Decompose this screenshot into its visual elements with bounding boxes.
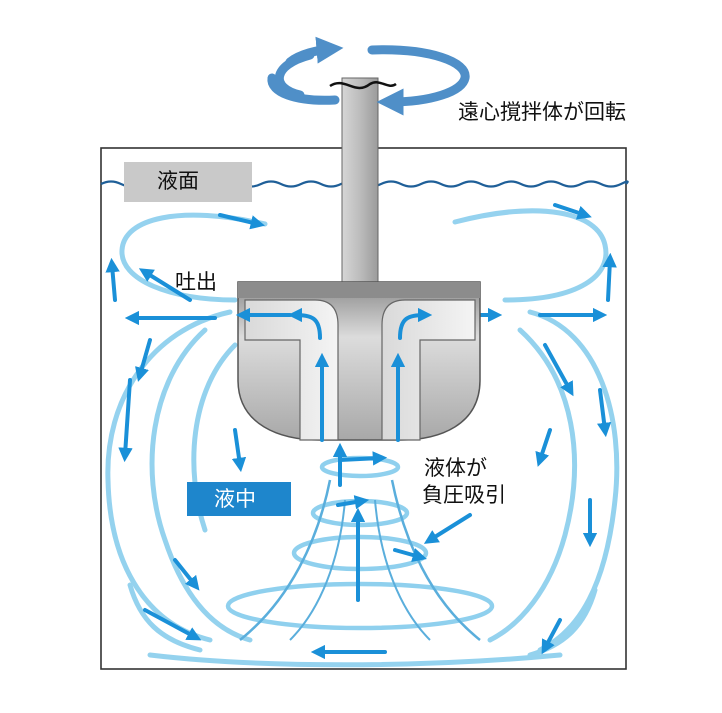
flow-bottom-right-curl [527,587,598,658]
arrow-negative-pressure [423,513,472,544]
arrow-right-inner [535,428,552,467]
arrow-left-bottom [143,608,202,641]
rotation-ring-left [267,73,340,105]
flow-bottom-left-curl [127,582,203,653]
impeller-arrows [235,307,433,442]
arrow-turn-left [287,307,322,340]
flow-bottom-return [147,652,563,668]
vortex-funnel-inner-right [374,499,431,641]
arrow-left-inner-down [173,558,200,591]
flow-arrows [105,203,617,660]
flow-left-outer-loop [105,309,233,643]
vortex-funnel-left [239,479,332,641]
label-in-liquid: 液中 [187,482,291,516]
flow-right-outer-loop [527,309,620,653]
arrow-vortex-3 [393,548,427,562]
arrow-right-wall-up [602,252,617,302]
rotation-indicator [267,36,470,116]
label-liquid-surface: 液面 [124,162,252,202]
flow-right-upper-loop [452,208,609,303]
flow-right-mid-loop [487,327,578,643]
shaft [341,77,379,289]
arrow-surface-left [218,213,266,230]
rotation-ring-right [367,45,470,116]
label-rotation: 遠心撹拌体が回転 [458,100,626,124]
arrow-right-bottom [541,618,562,655]
label-discharge: 吐出 [175,270,217,294]
arrow-left-wall-up [105,257,120,302]
rotation-ring-top [285,36,344,67]
vortex-funnel-inner-left [289,499,346,641]
arrow-turn-right [398,307,433,340]
arrow-right-down-1 [543,343,574,397]
impeller-channel-left [244,299,339,441]
arrow-left-curl [231,428,247,473]
arrow-right-down-2 [596,388,612,438]
arrow-left-down-2 [135,338,152,382]
arrow-suction-ring [338,451,388,466]
vortex-funnel-right [390,479,481,641]
label-suction-line1: 液体が [424,456,487,480]
arrow-vortex-2 [336,495,370,510]
flow-left-mid-loop [149,327,253,643]
arrow-left-down-1 [118,378,133,463]
arrow-surface-right [553,203,592,220]
impeller-channel-right [381,299,476,441]
arrow-discharge-left-2 [138,268,192,302]
impeller-top-plate [238,282,480,298]
label-suction-line2: 負圧吸引 [422,483,506,507]
shaft-break [329,81,397,90]
